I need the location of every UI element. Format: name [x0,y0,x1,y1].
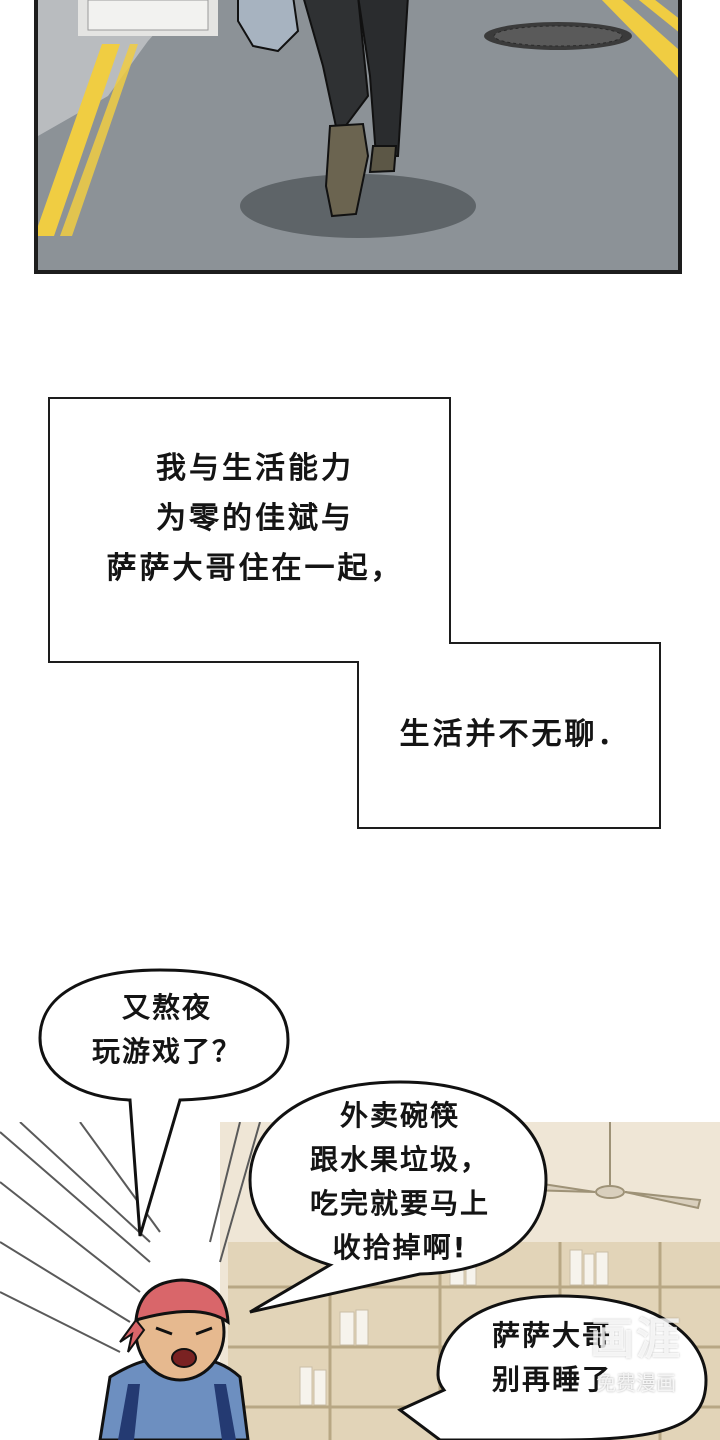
watermark-subtitle: 免费漫画 [596,1371,676,1395]
watermark-title: 画涯 [590,1314,682,1365]
watermark-logo: 画涯 免费漫画 [556,1310,716,1420]
speech-bubble-2: 外卖碗筷 跟水果垃圾， 吃完就要马上 收拾掉啊! [309,1099,490,1264]
speech-bubble-1: 又熬夜 玩游戏了？ [91,991,242,1068]
speech-bubble-3: 萨萨大哥 别再睡了 [491,1319,612,1396]
narration-box-frame [48,397,661,829]
narration-text-2: 生活并不无聊． [399,717,631,752]
street-illustration [38,0,678,270]
narration-text-1: 我与生活能力 为零的佳斌与 萨萨大哥住在一起， [106,451,404,586]
street-panel [34,0,682,274]
